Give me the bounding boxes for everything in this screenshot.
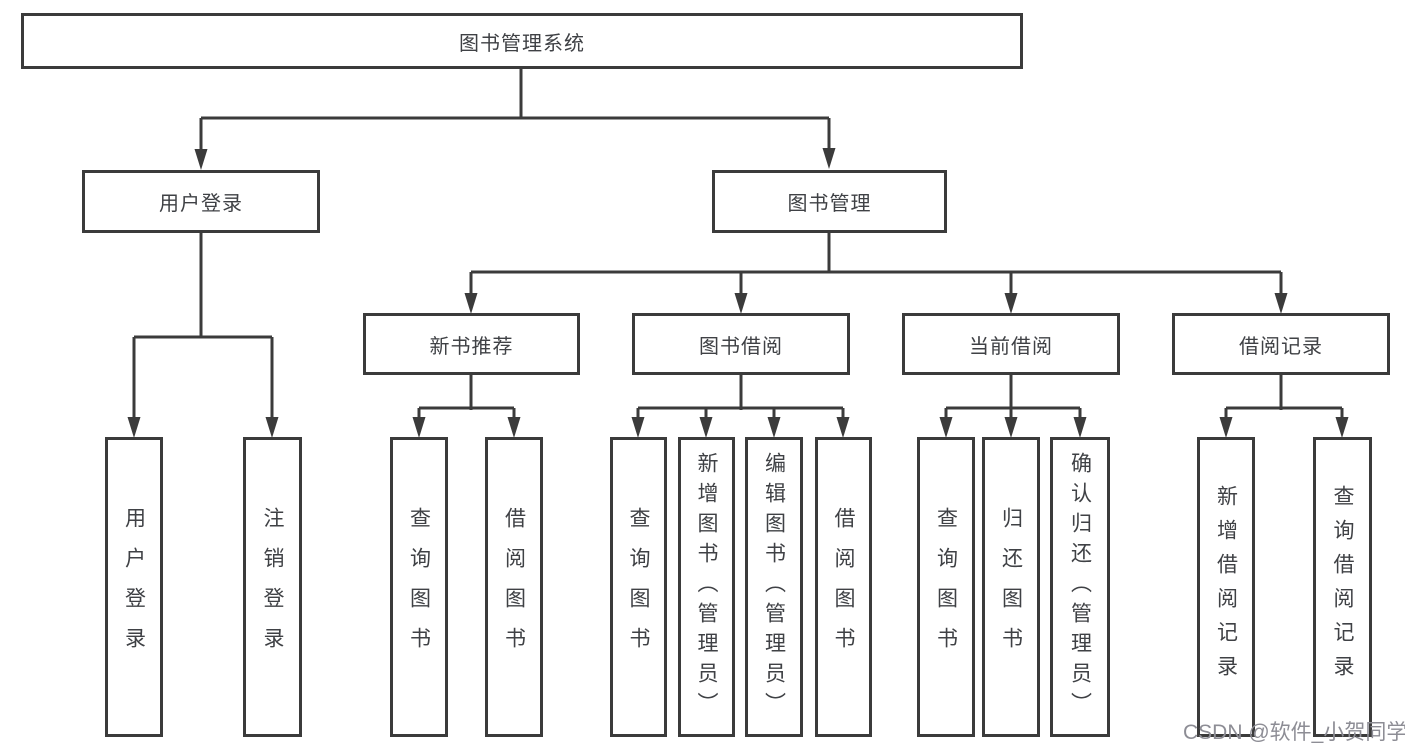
leaf-add-book-admin: 新增图书（管理员） bbox=[678, 437, 735, 737]
node-label: 借阅记录 bbox=[1239, 335, 1323, 358]
node-label: 用户登录 bbox=[159, 193, 243, 215]
node-label: 查询图书 bbox=[627, 507, 650, 667]
node-label: 确认归还（管理员） bbox=[1068, 452, 1092, 722]
leaf-user-login: 用户登录 bbox=[105, 437, 163, 737]
node-label: 图书管理 bbox=[787, 193, 872, 215]
leaf-return-books: 归还图书 bbox=[982, 437, 1040, 737]
node-label: 当前借阅 bbox=[969, 335, 1053, 358]
leaf-confirm-return-admin: 确认归还（管理员） bbox=[1050, 437, 1110, 737]
node-new-book-recommend: 新书推荐 bbox=[363, 313, 580, 375]
leaf-borrow-books-borrowing: 借阅图书 bbox=[815, 437, 872, 737]
leaf-add-borrow-record: 新增借阅记录 bbox=[1197, 437, 1255, 737]
node-label: 新增图书（管理员） bbox=[695, 452, 718, 722]
leaf-query-books-current: 查询图书 bbox=[917, 437, 975, 737]
node-user-login: 用户登录 bbox=[82, 170, 320, 233]
node-borrowing-records: 借阅记录 bbox=[1172, 313, 1390, 375]
node-label: 借阅图书 bbox=[502, 507, 526, 667]
node-label: 查询图书 bbox=[934, 507, 958, 667]
node-label: 新增借阅记录 bbox=[1214, 485, 1238, 689]
csdn-watermark: CSDN @软件_小贺同学 bbox=[1183, 721, 1405, 744]
node-label: 编辑图书（管理员） bbox=[762, 452, 786, 722]
leaf-logout: 注销登录 bbox=[243, 437, 302, 737]
node-label: 图书管理系统 bbox=[459, 32, 585, 55]
node-label: 借阅图书 bbox=[832, 507, 855, 667]
node-book-borrowing: 图书借阅 bbox=[632, 313, 850, 375]
node-book-management: 图书管理 bbox=[712, 170, 947, 233]
node-label: 查询借阅记录 bbox=[1331, 485, 1354, 689]
arrow-head-icons bbox=[127, 148, 1349, 438]
connector-lines bbox=[132, 69, 1344, 423]
leaf-query-books-borrowing: 查询图书 bbox=[610, 437, 667, 737]
node-label: 注销登录 bbox=[261, 507, 284, 667]
node-system-root: 图书管理系统 bbox=[21, 13, 1023, 69]
node-label: 用户登录 bbox=[122, 507, 146, 667]
node-current-borrowing: 当前借阅 bbox=[902, 313, 1120, 375]
leaf-query-borrow-record: 查询借阅记录 bbox=[1313, 437, 1372, 737]
leaf-edit-book-admin: 编辑图书（管理员） bbox=[745, 437, 803, 737]
node-label: 图书借阅 bbox=[699, 335, 783, 358]
node-label: 查询图书 bbox=[407, 507, 431, 667]
leaf-borrow-books-recommend: 借阅图书 bbox=[485, 437, 543, 737]
node-label: 新书推荐 bbox=[429, 335, 514, 358]
leaf-query-books-recommend: 查询图书 bbox=[390, 437, 448, 737]
node-label: 归还图书 bbox=[999, 507, 1023, 667]
